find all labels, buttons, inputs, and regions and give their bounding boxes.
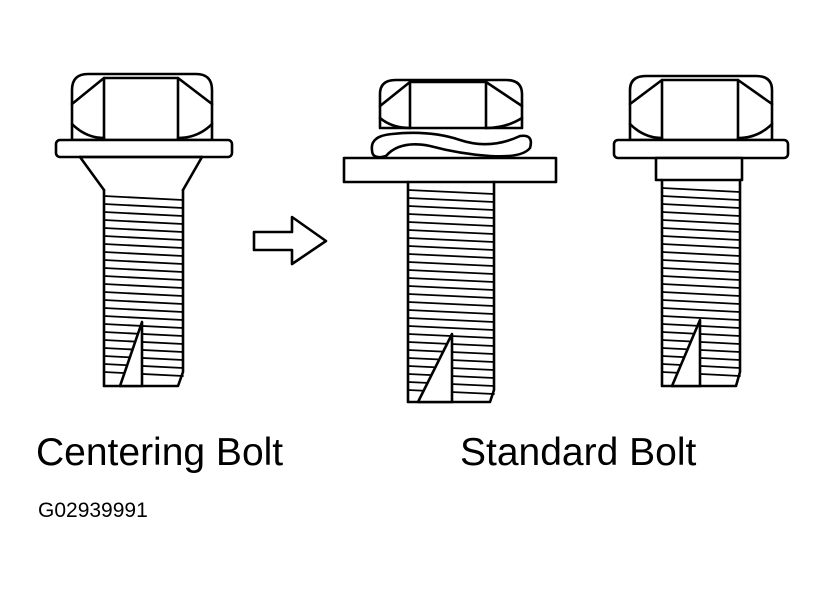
standard-bolt-tip-slot [670,318,702,388]
thread-line [661,211,741,217]
centering-bolt [54,72,234,388]
standard-bolt-with-washer-head [378,78,524,130]
thread-line [407,317,495,323]
thread-line [661,283,741,289]
thread-line [103,307,184,313]
thread-line [103,299,184,305]
thread-line [661,227,741,233]
thread-line [407,269,495,275]
thread-line [103,243,184,249]
thread-line [661,275,741,281]
thread-line [103,291,184,297]
standard-bolt-head [628,74,774,142]
thread-line [661,243,741,249]
thread-line [103,219,184,225]
thread-line [407,237,495,243]
thread-line [407,213,495,219]
standard-bolt-flange [612,138,790,160]
thread-line [661,259,741,265]
thread-line [407,253,495,259]
thread-line [407,205,495,211]
thread-line [103,331,184,337]
thread-line [661,251,741,257]
thread-line [407,261,495,267]
thread-line [407,285,495,291]
thread-line [407,245,495,251]
centering-bolt-flange [54,138,234,159]
standard-bolt-with-washer-threads [407,189,495,395]
thread-line [407,189,495,195]
thread-line [103,283,184,289]
thread-line [407,277,495,283]
standard-bolt-with-washer-shank [406,180,496,404]
thread-line [407,309,495,315]
centering-bolt-label: Centering Bolt [36,431,284,474]
thread-line [407,293,495,299]
thread-line [407,301,495,307]
thread-line [661,219,741,225]
thread-line [661,187,741,193]
thread-line [103,203,184,209]
thread-line [103,195,184,201]
standard-bolt-with-washer-tip-slot [416,332,454,404]
standard-bolt-with-washer [342,78,558,404]
thread-line [103,235,184,241]
thread-line [103,371,184,377]
standard-bolt-collar [654,156,744,182]
spring-washer [370,131,533,159]
centering-bolt-tip-slot [118,320,144,388]
thread-line [103,347,184,353]
thread-line [103,227,184,233]
thread-line [661,195,741,201]
right-arrow-icon [252,215,328,266]
thread-line [103,275,184,281]
thread-line [103,355,184,361]
flat-washer [342,156,558,184]
thread-line [103,339,184,345]
thread-line [103,363,184,369]
thread-line [661,291,741,297]
thread-line [661,203,741,209]
centering-bolt-head [70,72,214,142]
thread-line [407,197,495,203]
thread-line [407,325,495,331]
thread-line [661,267,741,273]
thread-line [103,251,184,257]
thread-line [661,315,741,321]
centering-bolt-neck [78,155,204,192]
thread-line [661,299,741,305]
thread-line [661,235,741,241]
standard-bolt-shank [660,178,742,388]
thread-line [103,267,184,273]
thread-line [103,259,184,265]
thread-line [407,221,495,227]
thread-line [407,229,495,235]
thread-line [661,307,741,313]
centering-bolt-shank [102,188,185,388]
thread-line [103,211,184,217]
standard-bolt-label: Standard Bolt [460,431,697,474]
standard-bolt [612,74,790,388]
thread-line [103,323,184,329]
figure-code: G02939991 [38,499,148,522]
centering-bolt-threads [103,195,184,377]
thread-line [103,315,184,321]
